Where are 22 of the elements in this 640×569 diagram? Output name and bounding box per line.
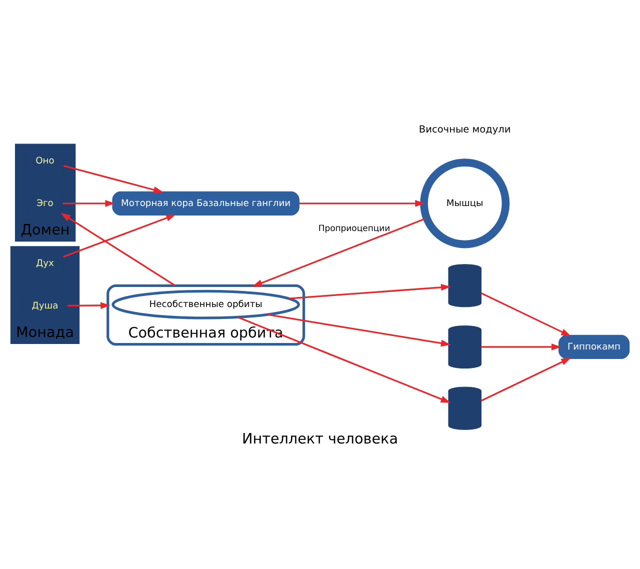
arrow xyxy=(238,316,451,403)
arrow xyxy=(267,314,451,347)
label: Височные модули xyxy=(418,124,511,136)
arrow xyxy=(480,292,572,336)
arrow xyxy=(480,358,572,402)
arrow xyxy=(62,200,115,207)
diagram-title: Интеллект человека xyxy=(242,432,398,448)
node-ellipse: Несобственные орбиты xyxy=(112,290,300,320)
node-text: Душа xyxy=(32,301,58,312)
arrow xyxy=(60,212,176,286)
edge-label: Проприоцепции xyxy=(318,223,390,234)
arrow xyxy=(299,200,425,207)
node-text: Дух xyxy=(36,258,54,269)
node-text: Оно xyxy=(36,156,54,166)
arrow xyxy=(68,302,110,310)
node-circle: Мышцы xyxy=(420,158,510,248)
arrow xyxy=(288,284,451,300)
node-text: Эго xyxy=(36,198,54,209)
arrow xyxy=(481,344,562,350)
node-box: Моторная кора Базальные ганглии xyxy=(112,191,300,216)
arrow xyxy=(252,218,426,287)
node-box: Гиппокамп xyxy=(558,334,630,360)
